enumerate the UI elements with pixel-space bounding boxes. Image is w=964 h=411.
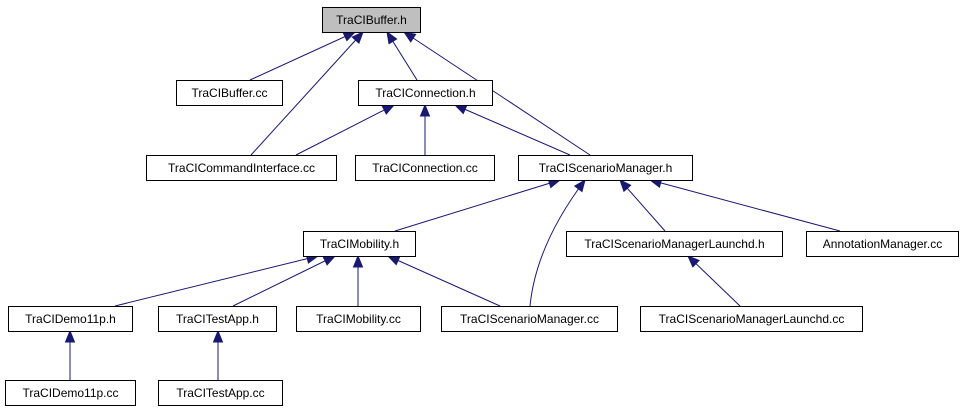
node-connection-h-box[interactable] [358, 80, 493, 106]
edge-scenmgrlaunchd-h-to-scenmgr-h-arrowhead [619, 179, 632, 193]
node-demo11p-cc-box[interactable] [5, 380, 136, 406]
edge-cmdiface-cc-to-buffer-h [250, 31, 364, 156]
node-scenmgr-cc[interactable]: TraCIScenarioManager.cc [441, 306, 618, 332]
node-scenmgrlaunchd-h-label: TraCIScenarioManagerLaunchd.h [584, 237, 764, 251]
node-scenmgrlaunchd-cc-box[interactable] [640, 306, 863, 332]
node-annotmgr-cc-label: AnnotationManager.cc [823, 237, 942, 251]
node-demo11p-cc-label: TraCIDemo11p.cc [22, 386, 118, 400]
node-testapp-cc[interactable]: TraCITestApp.cc [158, 380, 283, 406]
edge-testapp-cc-to-testapp-h [212, 329, 224, 380]
node-demo11p-h-box[interactable] [8, 306, 133, 332]
edge-scenmgrlaunchd-cc-to-scenmgrlaunchd-h-line [687, 255, 741, 307]
edge-scenmgr-h-to-connection-h-arrowhead [453, 104, 468, 115]
edge-buffer-cc-to-buffer-h [249, 31, 357, 81]
edge-connection-h-to-buffer-h [386, 30, 418, 81]
node-testapp-h[interactable]: TraCITestApp.h [158, 306, 277, 332]
edge-scenmgr-h-to-buffer-h-line [403, 31, 591, 156]
edge-scenmgr-h-to-connection-h-line [454, 104, 571, 156]
edge-demo11p-h-to-mobility-h [114, 253, 320, 307]
edge-testapp-h-to-mobility-h-line [232, 255, 336, 307]
node-testapp-cc-label: TraCITestApp.cc [176, 386, 264, 400]
node-annotmgr-cc[interactable]: AnnotationManager.cc [806, 231, 959, 257]
edge-testapp-h-to-mobility-h-arrowhead [322, 255, 337, 266]
node-buffer-h-box[interactable] [322, 7, 421, 33]
node-connection-cc[interactable]: TraCIConnection.cc [355, 155, 495, 181]
node-mobility-cc[interactable]: TraCIMobility.cc [296, 306, 421, 332]
node-testapp-cc-box[interactable] [158, 380, 283, 406]
node-buffer-h[interactable]: TraCIBuffer.h [322, 7, 421, 33]
node-scenmgr-h[interactable]: TraCIScenarioManager.h [518, 155, 693, 181]
node-scenmgrlaunchd-h-box[interactable] [566, 231, 783, 257]
edge-demo11p-cc-to-demo11p-h [64, 329, 76, 380]
edge-scenmgr-cc-to-mobility-h [386, 255, 501, 307]
node-connection-h-label: TraCIConnection.h [375, 86, 475, 100]
edge-scenmgr-h-to-connection-h [453, 104, 571, 156]
node-scenmgr-h-label: TraCIScenarioManager.h [539, 161, 673, 175]
edge-scenmgr-cc-to-mobility-h-arrowhead [386, 255, 401, 266]
node-testapp-h-label: TraCITestApp.h [176, 312, 259, 326]
edge-cmdiface-cc-to-buffer-h-arrowhead [351, 31, 364, 45]
edge-cmdiface-cc-to-buffer-h-line [250, 31, 364, 156]
node-mobility-h[interactable]: TraCIMobility.h [303, 231, 416, 257]
edge-mobility-h-to-scenmgr-h [394, 178, 562, 232]
edge-mobility-h-to-scenmgr-h-line [394, 179, 561, 232]
edge-cmdiface-cc-to-connection-h-line [295, 104, 395, 156]
edge-connection-cc-to-connection-h-arrowhead [419, 103, 431, 117]
edges-layer [64, 30, 841, 380]
edge-testapp-h-to-mobility-h [232, 255, 337, 307]
node-scenmgrlaunchd-cc-label: TraCIScenarioManagerLaunchd.cc [659, 312, 845, 326]
node-scenmgr-cc-box[interactable] [441, 306, 618, 332]
node-connection-cc-label: TraCIConnection.cc [372, 161, 478, 175]
node-demo11p-h-label: TraCIDemo11p.h [25, 312, 116, 326]
edge-buffer-cc-to-buffer-h-line [249, 31, 356, 81]
node-buffer-h-label: TraCIBuffer.h [336, 13, 407, 27]
node-scenmgrlaunchd-cc[interactable]: TraCIScenarioManagerLaunchd.cc [640, 306, 863, 332]
edge-scenmgrlaunchd-cc-to-scenmgrlaunchd-h-arrowhead [687, 255, 700, 268]
edge-annotmgr-cc-to-scenmgr-h-line [649, 179, 841, 232]
node-buffer-cc[interactable]: TraCIBuffer.cc [176, 80, 283, 106]
edge-demo11p-h-to-mobility-h-line [114, 255, 319, 307]
edge-scenmgr-h-to-buffer-h [402, 31, 591, 156]
node-connection-cc-box[interactable] [355, 155, 495, 181]
node-mobility-h-box[interactable] [303, 231, 416, 257]
node-cmdiface-cc-box[interactable] [146, 155, 337, 181]
node-scenmgr-cc-label: TraCIScenarioManager.cc [460, 312, 599, 326]
node-cmdiface-cc[interactable]: TraCICommandInterface.cc [146, 155, 337, 181]
edge-annotmgr-cc-to-scenmgr-h [648, 177, 841, 232]
node-buffer-cc-box[interactable] [176, 80, 283, 106]
edge-mobility-cc-to-mobility-h-arrowhead [352, 254, 364, 268]
edge-mobility-cc-to-mobility-h [352, 254, 364, 306]
edge-cmdiface-cc-to-connection-h [295, 104, 396, 156]
node-scenmgrlaunchd-h[interactable]: TraCIScenarioManagerLaunchd.h [566, 231, 783, 257]
node-mobility-h-label: TraCIMobility.h [320, 237, 399, 251]
node-cmdiface-cc-label: TraCICommandInterface.cc [168, 161, 315, 175]
edge-scenmgrlaunchd-cc-to-scenmgrlaunchd-h [687, 255, 741, 307]
edge-demo11p-cc-to-demo11p-h-arrowhead [64, 329, 76, 343]
edge-connection-cc-to-connection-h [419, 103, 431, 155]
edge-scenmgr-cc-to-scenmgr-h [529, 178, 586, 307]
edge-scenmgr-cc-to-scenmgr-h-arrowhead [573, 178, 586, 193]
edge-scenmgrlaunchd-h-to-scenmgr-h [619, 179, 666, 232]
node-connection-h[interactable]: TraCIConnection.h [358, 80, 493, 106]
node-mobility-cc-label: TraCIMobility.cc [316, 312, 401, 326]
node-scenmgr-h-box[interactable] [518, 155, 693, 181]
node-demo11p-cc[interactable]: TraCIDemo11p.cc [5, 380, 136, 406]
edge-scenmgr-cc-to-scenmgr-h-line [529, 179, 586, 307]
edge-scenmgr-cc-to-mobility-h-line [387, 255, 501, 307]
edge-testapp-cc-to-testapp-h-arrowhead [212, 329, 224, 343]
node-buffer-cc-label: TraCIBuffer.cc [191, 86, 267, 100]
edge-scenmgr-h-to-buffer-h-arrowhead [402, 31, 417, 43]
node-mobility-cc-box[interactable] [296, 306, 421, 332]
node-annotmgr-cc-box[interactable] [806, 231, 959, 257]
edge-connection-h-to-buffer-h-arrowhead [386, 30, 398, 45]
edge-cmdiface-cc-to-connection-h-arrowhead [381, 104, 396, 115]
node-testapp-h-box[interactable] [158, 306, 277, 332]
node-demo11p-h[interactable]: TraCIDemo11p.h [8, 306, 133, 332]
